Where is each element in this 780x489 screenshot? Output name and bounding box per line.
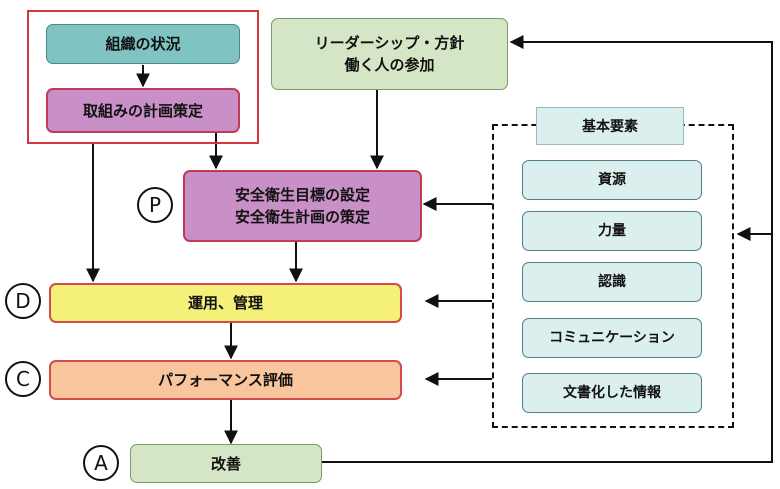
support-item-resources-label: 資源 [598, 172, 626, 188]
support-item-resources: 資源 [522, 160, 702, 200]
box-performance-label: パフォーマンス評価 [158, 371, 293, 389]
box-objectives-line1: 安全衛生目標の設定 [234, 186, 370, 204]
support-item-competence: 力量 [522, 211, 702, 251]
support-item-awareness-label: 認識 [598, 274, 626, 290]
support-title-text: 基本要素 [582, 119, 638, 135]
support-item-documented-info: 文書化した情報 [522, 373, 702, 413]
pdca-d-letter: D [15, 289, 31, 313]
box-planning-actions-label: 取組みの計画策定 [82, 101, 203, 120]
box-leadership-line1: リーダーシップ・方針 [314, 34, 465, 52]
pdca-c-letter: C [16, 367, 30, 391]
support-item-competence-label: 力量 [598, 223, 626, 239]
support-item-communication-label: コミュニケーション [549, 330, 675, 346]
box-operation: 運用、管理 [49, 283, 402, 323]
box-context-label: 組織の状況 [105, 35, 181, 53]
pdca-d-circle: D [5, 283, 41, 319]
box-performance: パフォーマンス評価 [49, 360, 402, 400]
box-operation-label: 運用、管理 [187, 294, 263, 312]
support-title: 基本要素 [536, 107, 684, 145]
pdca-p-circle: P [137, 187, 173, 223]
feedback-loop [322, 35, 773, 463]
box-planning-actions: 取組みの計画策定 [46, 88, 240, 133]
pdca-p-letter: P [148, 193, 162, 217]
box-leadership-line2: 働く人の参加 [344, 56, 435, 74]
pdca-a-letter: A [94, 451, 108, 475]
pdca-c-circle: C [5, 361, 41, 397]
pdca-a-circle: A [83, 445, 119, 481]
box-improvement: 改善 [130, 444, 322, 483]
support-item-communication: コミュニケーション [522, 318, 702, 358]
box-objectives-line2: 安全衛生計画の策定 [234, 208, 370, 226]
support-item-awareness: 認識 [522, 262, 702, 302]
box-improvement-label: 改善 [210, 454, 241, 473]
box-context: 組織の状況 [46, 24, 240, 64]
support-item-documented-info-label: 文書化した情報 [563, 385, 661, 401]
box-leadership: リーダーシップ・方針 働く人の参加 [271, 18, 508, 90]
planning-group [27, 10, 259, 144]
box-objectives: 安全衛生目標の設定 安全衛生計画の策定 [183, 170, 422, 242]
